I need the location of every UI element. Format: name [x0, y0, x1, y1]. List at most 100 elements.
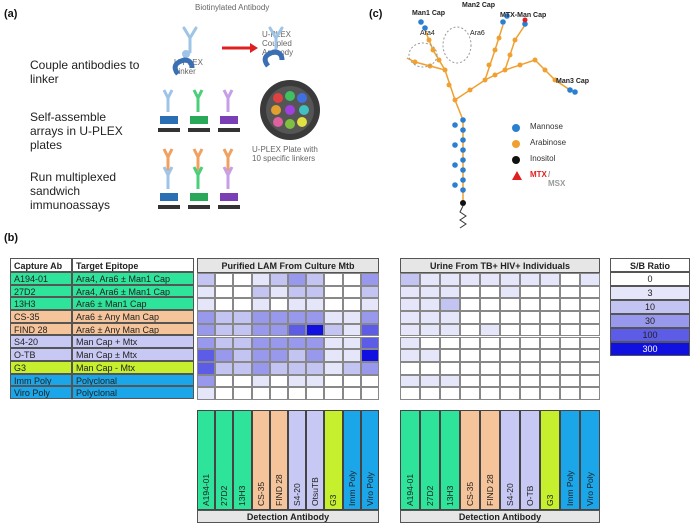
- heatmap-cell: [420, 387, 440, 400]
- heatmap-cell: [197, 361, 216, 375]
- heatmap-cell: [580, 349, 600, 362]
- heatmap-cell: [480, 361, 500, 375]
- sb-ratio-step: 30: [610, 314, 690, 328]
- linker-icon: [172, 57, 195, 76]
- heatmap-cell: [460, 273, 480, 286]
- detection-column: Imm Poly: [342, 410, 361, 510]
- heatmap-cell: [460, 374, 480, 388]
- heatmap-cell: [215, 298, 234, 312]
- biotin-icon: [182, 50, 190, 58]
- heatmap-cell: [460, 336, 480, 350]
- heatmap-cell: [251, 323, 270, 337]
- heatmap-cell: [288, 311, 307, 324]
- sandwich-row: [158, 148, 240, 209]
- mannose-dots: [418, 13, 578, 193]
- heatmap-cell: [360, 336, 379, 350]
- detection-column-label: FIND 28: [273, 474, 284, 506]
- heatmap-cell: [420, 374, 440, 388]
- arabinose-dots: [412, 35, 558, 103]
- heatmap-cell: [233, 374, 252, 388]
- heatmap-cell: [400, 387, 420, 400]
- man1-cap-label: Man1 Cap: [412, 10, 446, 17]
- detection-column-label: A194-01: [405, 473, 415, 506]
- heatmap-cell: [520, 349, 540, 362]
- panel-label-c: (c): [369, 8, 383, 20]
- ara6-label: Ara6: [470, 30, 485, 37]
- detection-column: OtsuTB: [306, 410, 325, 510]
- target-epitope-cell: Man Cap - Mtx: [72, 360, 194, 374]
- sb-ratio-step: 300: [610, 342, 690, 356]
- heatmap-cell: [215, 387, 234, 400]
- heatmap-cell: [580, 374, 600, 388]
- heatmap-cell: [580, 298, 600, 312]
- target-epitope-header: Target Epitope: [72, 258, 194, 272]
- heatmap-cell: [440, 387, 460, 400]
- heatmap-cell: [233, 311, 252, 324]
- heatmap-cell: [480, 311, 500, 324]
- heatmap-purified-lam: [197, 273, 379, 400]
- ara4-label: Ara4: [420, 30, 435, 37]
- heatmap-cell: [342, 285, 361, 299]
- capture-ab-cell: 13H3: [10, 297, 72, 311]
- heatmap-cell: [360, 298, 379, 312]
- panel-label-b: (b): [4, 232, 19, 244]
- heatmap-cell: [440, 374, 460, 388]
- heatmap-cell: [197, 387, 216, 400]
- heatmap-cell: [342, 336, 361, 350]
- heatmap-cell: [500, 387, 520, 400]
- heatmap-cell: [500, 361, 520, 375]
- heatmap-cell: [288, 298, 307, 312]
- heatmap-cell: [480, 285, 500, 299]
- heatmap-cell: [342, 374, 361, 388]
- sb-ratio-step: 3: [610, 286, 690, 300]
- heatmap-cell: [269, 273, 288, 286]
- sb-ratio-step: 10: [610, 300, 690, 314]
- heatmap-cell: [251, 349, 270, 362]
- heatmap-cell: [400, 323, 420, 337]
- heatmap-cell: [560, 323, 580, 337]
- heatmap-cell: [400, 298, 420, 312]
- heatmap-cell: [580, 361, 600, 375]
- heatmap-cell: [420, 336, 440, 350]
- heatmap-cell: [560, 336, 580, 350]
- detection-column-label: 13H3: [445, 485, 455, 506]
- step-couple: Couple antibodies to linker: [30, 58, 140, 86]
- heatmap-cell: [288, 349, 307, 362]
- heatmap-cell: [560, 298, 580, 312]
- heatmap-cell: [500, 349, 520, 362]
- heatmap-cell: [580, 336, 600, 350]
- detection-column: Imm Poly: [560, 410, 580, 510]
- target-epitope-cell: Man Cap + Mtx: [72, 335, 194, 349]
- step-run: Run multiplexed sandwich immunoassays: [30, 170, 117, 212]
- heatmap-cell: [324, 361, 343, 375]
- target-epitope-cell: Ara4, Ara6 ± Man1 Cap: [72, 272, 194, 285]
- heatmap-cell: [288, 374, 307, 388]
- heatmap-cell: [460, 298, 480, 312]
- heatmap-cell: [560, 349, 580, 362]
- biotinylated-antibody-label: Biotinylated Antibody: [195, 3, 270, 12]
- heatmap-cell: [342, 298, 361, 312]
- heatmap-cell: [251, 273, 270, 286]
- heatmap-cell: [460, 361, 480, 375]
- heatmap-cell: [215, 273, 234, 286]
- heatmap-cell: [400, 349, 420, 362]
- detection-column: S4-20: [288, 410, 307, 510]
- heatmap-cell: [251, 311, 270, 324]
- heatmap-cell: [215, 374, 234, 388]
- heatmap-cell: [197, 374, 216, 388]
- heatmap-cell: [342, 349, 361, 362]
- coupled-antibody-icon: [268, 26, 284, 52]
- heatmap-cell: [251, 285, 270, 299]
- heatmap-cell: [440, 336, 460, 350]
- heatmap-cell: [540, 311, 560, 324]
- detection-column: A194-01: [197, 410, 216, 510]
- capture-ab-cell: S4-20: [10, 335, 72, 349]
- detection-column-label: CS-35: [465, 481, 475, 506]
- heatmap-cell: [520, 273, 540, 286]
- heatmap-cell: [360, 361, 379, 375]
- heatmap-cell: [233, 323, 252, 337]
- detection-column-label: 13H3: [237, 485, 248, 506]
